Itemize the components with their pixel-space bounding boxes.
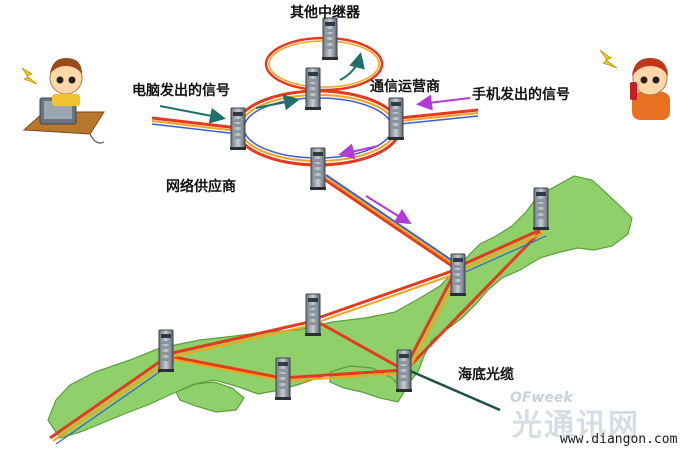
land-cables — [49, 228, 547, 445]
label-other-relay: 其他中继器 — [290, 5, 360, 21]
arrow-pc-in — [159, 105, 226, 124]
label-submarine-cable: 海底光缆 — [458, 367, 514, 383]
watermark-site: www.diangon.com — [560, 432, 678, 447]
repeater-tower-junction — [449, 253, 467, 297]
lightning-right-icon — [599, 49, 618, 69]
pc-signal-cable — [151, 116, 239, 135]
person-at-computer-icon — [22, 58, 105, 144]
label-network-provider: 网络供应商 — [166, 179, 236, 195]
arrow-ring-up — [255, 94, 300, 111]
repeater-tower-west — [157, 329, 175, 373]
submarine-cable-pointer — [407, 368, 501, 412]
label-telecom-operator: 通信运营商 — [370, 79, 440, 95]
repeater-tower-provider — [309, 147, 327, 191]
repeater-tower-ring-top — [304, 67, 322, 111]
arrow-trunk-down — [365, 195, 412, 225]
repeater-tower-ring-left — [229, 107, 247, 151]
repeater-tower-coast — [395, 349, 413, 393]
repeater-tower-center — [304, 293, 322, 337]
label-pc-signal: 电脑发出的信号 — [132, 83, 230, 99]
repeater-tower-south — [274, 357, 292, 401]
arrow-relay — [339, 52, 365, 81]
person-on-phone-icon — [630, 58, 670, 120]
repeater-tower-operator — [387, 97, 405, 141]
watermark-brand-cn: 光通讯网 — [512, 408, 640, 443]
watermark-brand: OFweek — [510, 390, 573, 406]
trunk-cable — [317, 173, 464, 270]
land-mass-southwest — [175, 381, 245, 413]
arrow-ring-down — [338, 143, 379, 160]
repeater-tower-relay — [321, 17, 339, 61]
label-phone-signal: 手机发出的信号 — [472, 87, 570, 103]
lightning-left-icon — [21, 67, 38, 85]
repeater-tower-northeast — [532, 187, 550, 231]
phone-signal-cable — [399, 108, 479, 125]
arrow-phone-in — [416, 94, 471, 111]
